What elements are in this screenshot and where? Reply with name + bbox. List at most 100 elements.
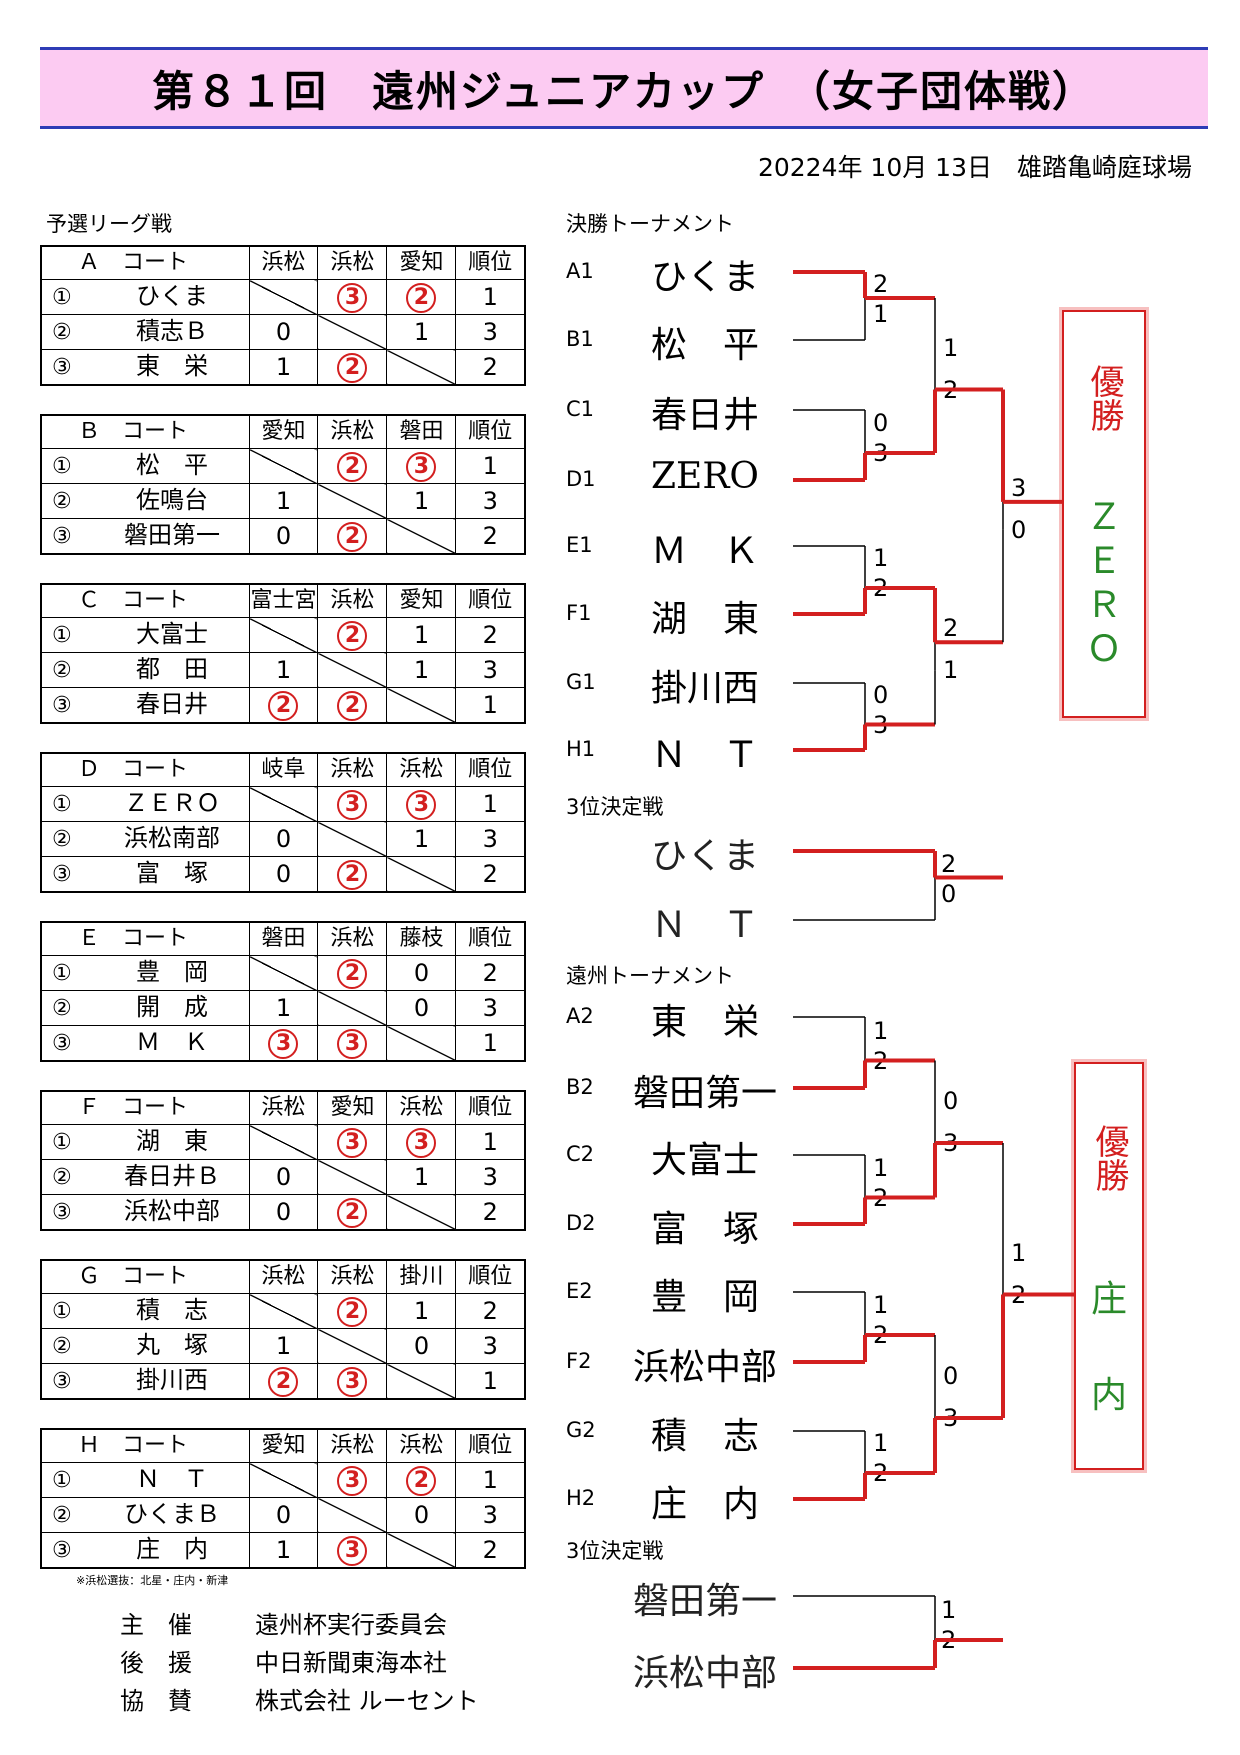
team-name: 湖 東 <box>650 599 759 640</box>
self-cell <box>386 518 457 555</box>
seed-label: A1 <box>566 259 594 283</box>
result-cell: 3 <box>317 279 388 315</box>
match-score: 1 <box>873 1291 889 1319</box>
note: ※浜松選抜：北星・庄内・新津 <box>76 1574 229 1587</box>
team-name: 春日井Ｂ <box>124 1162 220 1190</box>
seed-label: B2 <box>566 1075 594 1099</box>
team-name: 積 志 <box>650 1416 759 1457</box>
result-cell: 0 <box>248 314 319 350</box>
match-score: 0 <box>873 409 889 437</box>
rank-cell: 1 <box>455 448 526 484</box>
opponent-header: 愛知 <box>386 583 457 618</box>
team-number: ③ <box>52 1200 72 1225</box>
team-name: 浜松中部 <box>124 1197 220 1225</box>
organizer-role: 後 援 <box>120 1649 192 1677</box>
rank-cell: 1 <box>455 1025 526 1062</box>
seed-label: H1 <box>566 737 596 761</box>
match-score: 0 <box>943 1362 959 1390</box>
seed-label: G1 <box>566 670 596 694</box>
team-number: ② <box>52 1503 72 1528</box>
match-score: 0 <box>1011 515 1027 544</box>
court-label: Ａ コート <box>40 245 250 280</box>
seed-label: D1 <box>566 467 596 491</box>
opponent-header: 浜松 <box>317 583 388 618</box>
champion-char: Ｒ <box>1085 585 1122 626</box>
win-mark: 2 <box>337 353 368 383</box>
self-cell <box>386 856 457 893</box>
team-name: 大富士 <box>650 1140 759 1181</box>
rank-header: 順位 <box>455 1259 526 1294</box>
result-cell: 1 <box>248 652 319 688</box>
enshu-third-title: 3位決定戦 <box>566 1539 664 1563</box>
opponent-header: 浜松 <box>317 245 388 280</box>
team-number: ② <box>52 827 72 852</box>
rank-cell: 1 <box>455 786 526 822</box>
match-score: 1 <box>941 1596 957 1624</box>
win-mark: 2 <box>337 522 368 552</box>
team-name: ひくま <box>650 257 759 298</box>
team-name: 富 塚 <box>136 859 208 887</box>
team-number: ② <box>52 1334 72 1359</box>
rank-header: 順位 <box>455 1090 526 1125</box>
opponent-header: 愛知 <box>248 1428 319 1463</box>
team-name: ひくま <box>136 282 208 310</box>
match-score: 1 <box>873 1153 889 1182</box>
win-mark: 3 <box>337 790 368 820</box>
win-mark: 3 <box>268 1029 299 1059</box>
rank-cell: 3 <box>455 1328 526 1364</box>
team-name: 磐田第一 <box>124 521 220 549</box>
result-cell: 2 <box>248 1363 319 1400</box>
result-cell: 3 <box>317 1025 388 1062</box>
result-cell: 0 <box>248 1497 319 1533</box>
team-name: Ｎ Ｔ <box>650 735 759 776</box>
team-name: 春日井 <box>136 690 208 718</box>
result-cell: 0 <box>386 990 457 1026</box>
match-score: 2 <box>941 849 957 878</box>
match-score: 2 <box>873 270 889 298</box>
self-cell <box>386 1025 457 1062</box>
result-cell: 1 <box>386 617 457 653</box>
team-cell: ③ 浜松中部 <box>40 1194 250 1231</box>
result-cell: 3 <box>317 786 388 822</box>
result-cell: 0 <box>248 856 319 893</box>
team-name: ひくまＢ <box>124 1500 220 1528</box>
rank-cell: 3 <box>455 1159 526 1195</box>
rank-header: 順位 <box>455 583 526 618</box>
team-number: ① <box>52 623 72 648</box>
team-number: ③ <box>52 1031 72 1056</box>
seed-label: F1 <box>566 601 592 625</box>
result-cell: 0 <box>248 518 319 555</box>
win-mark: 2 <box>337 1297 368 1327</box>
rank-cell: 3 <box>455 483 526 519</box>
result-cell: 1 <box>248 990 319 1026</box>
match-score: 1 <box>873 300 889 328</box>
final-title: 決勝トーナメント <box>566 212 734 236</box>
organizer-role: 主 催 <box>120 1611 192 1639</box>
self-cell <box>248 279 319 315</box>
rank-header: 順位 <box>455 1428 526 1463</box>
rank-header: 順位 <box>455 752 526 787</box>
rank-cell: 3 <box>455 821 526 857</box>
win-mark: 3 <box>337 1367 368 1397</box>
self-cell <box>248 1462 319 1498</box>
team-number: ② <box>52 320 72 345</box>
self-cell <box>248 617 319 653</box>
